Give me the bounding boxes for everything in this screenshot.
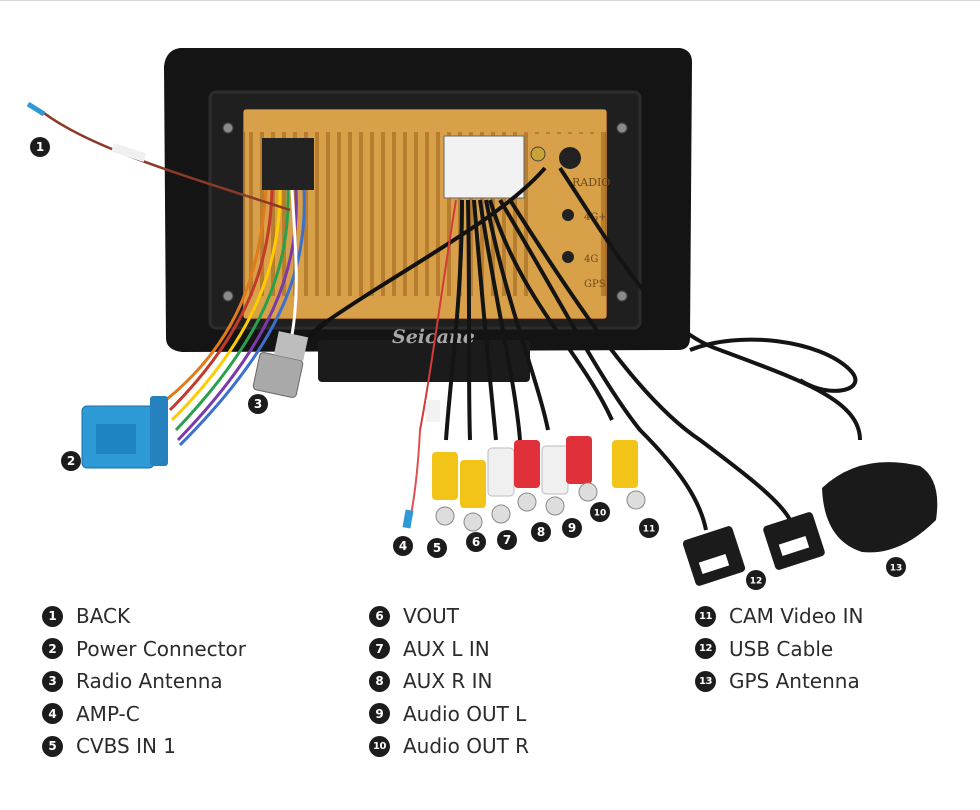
number-badge-icon: 4	[42, 703, 63, 725]
marker-4-icon: 4	[393, 536, 413, 556]
usb-gps-cables	[498, 166, 862, 531]
number-badge-icon: 2	[42, 638, 63, 660]
legend-column-2: 6 VOUT 7 AUX L IN 8 AUX R IN 9 Audio OUT L 1…	[369, 600, 529, 763]
svg-text:10: 10	[594, 509, 607, 519]
rca-plug-group	[432, 436, 646, 532]
av-cable-bundle	[419, 199, 614, 441]
legend-label: Radio Antenna	[76, 669, 223, 694]
svg-text:11: 11	[643, 525, 656, 535]
number-badge-icon: 5	[42, 735, 63, 757]
legend-label: Audio OUT R	[403, 734, 530, 759]
usb-port-icon	[682, 512, 825, 586]
top-divider	[0, 0, 980, 1]
legend-item: 13 GPS Antenna	[695, 665, 864, 698]
marker-3-icon: 3	[248, 394, 268, 414]
radio-antenna-socket-icon	[559, 147, 581, 169]
power-connector	[81, 396, 168, 469]
back-wire	[39, 109, 291, 212]
legend-item: 10 Audio OUT R	[369, 730, 529, 763]
legend-label: AUX L IN	[403, 636, 490, 661]
legend-label: CAM Video IN	[729, 604, 864, 629]
marker-7-icon: 7	[497, 530, 517, 550]
label-radio: RADIO	[572, 176, 610, 189]
number-badge-icon: 13	[695, 670, 716, 692]
legend-item: 8 AUX R IN	[369, 665, 529, 698]
number-badge-icon: 3	[42, 670, 63, 692]
number-badge-icon: 10	[369, 735, 390, 757]
legend-item: 1 BACK	[42, 600, 246, 633]
marker-8-icon: 8	[531, 522, 551, 542]
label-4g: 4G	[584, 254, 598, 265]
iso-connector-block	[262, 138, 314, 190]
svg-text:12: 12	[750, 577, 763, 587]
legend-label: CVBS IN 1	[76, 734, 177, 759]
fakra-port-icon	[530, 146, 546, 162]
legend-label: Audio OUT L	[403, 701, 527, 726]
radio-antenna-connector	[252, 320, 328, 398]
marker-5-icon: 5	[427, 538, 447, 558]
marker-10-icon: 10	[590, 502, 610, 522]
av-connector-block	[443, 135, 525, 199]
gps-antenna-puck	[822, 462, 938, 553]
legend-item: 12 USB Cable	[695, 633, 864, 666]
power-harness-wires	[165, 189, 306, 447]
head-unit-photo: RADIO 4G+ 4G GPS Seicane	[26, 48, 938, 590]
number-badge-icon: 7	[369, 638, 390, 660]
legend-label: USB Cable	[729, 636, 834, 661]
legend-item: 11 CAM Video IN	[695, 600, 864, 633]
mount-screw-icon	[222, 122, 628, 302]
legend-item: 7 AUX L IN	[369, 633, 529, 666]
svg-text:13: 13	[890, 564, 903, 574]
label-gps: GPS	[584, 279, 606, 290]
marker-11-icon: 11	[639, 518, 659, 538]
number-badge-icon: 1	[42, 605, 63, 627]
legend-item: 3 Radio Antenna	[42, 665, 246, 698]
marker-9-icon: 9	[562, 518, 582, 538]
legend-label: AMP-C	[76, 701, 140, 726]
antenna-cable	[324, 166, 547, 324]
number-badge-icon: 9	[369, 703, 390, 725]
svg-text:6: 6	[472, 535, 480, 549]
rear-mount-bracket	[318, 340, 530, 382]
svg-text:9: 9	[568, 521, 576, 535]
legend-item: 2 Power Connector	[42, 633, 246, 666]
svg-text:7: 7	[503, 533, 511, 547]
svg-text:5: 5	[433, 541, 441, 555]
number-badge-icon: 12	[695, 638, 716, 660]
svg-text:8: 8	[537, 525, 545, 539]
legend-item: 9 Audio OUT L	[369, 698, 529, 731]
legend-item: 5 CVBS IN 1	[42, 730, 246, 763]
label-4g-plus: 4G+	[584, 212, 607, 223]
number-badge-icon: 11	[695, 605, 716, 627]
legend-label: BACK	[76, 604, 131, 629]
legend-item: 4 AMP-C	[42, 698, 246, 731]
svg-text:4: 4	[399, 539, 407, 553]
callout-markers: 1 2 3 4 5 6 7 8 9 10 11 12 13	[30, 137, 906, 590]
marker-13-icon: 13	[886, 557, 906, 577]
number-badge-icon: 8	[369, 670, 390, 692]
amp-c-terminal	[402, 509, 414, 529]
marker-12-icon: 12	[746, 570, 766, 590]
svg-text:3: 3	[254, 397, 262, 411]
legend-label: Power Connector	[76, 636, 246, 661]
legend-label: GPS Antenna	[729, 669, 860, 694]
svg-text:1: 1	[36, 140, 44, 154]
legend-item: 6 VOUT	[369, 600, 529, 633]
marker-1-icon: 1	[30, 137, 50, 157]
marker-2-icon: 2	[61, 451, 81, 471]
legend-label: AUX R IN	[403, 669, 493, 694]
legend-label: VOUT	[403, 604, 459, 629]
number-badge-icon: 6	[369, 605, 390, 627]
marker-6-icon: 6	[466, 532, 486, 552]
legend-column-3: 11 CAM Video IN 12 USB Cable 13 GPS Antenna	[695, 600, 864, 698]
svg-text:2: 2	[67, 454, 75, 468]
